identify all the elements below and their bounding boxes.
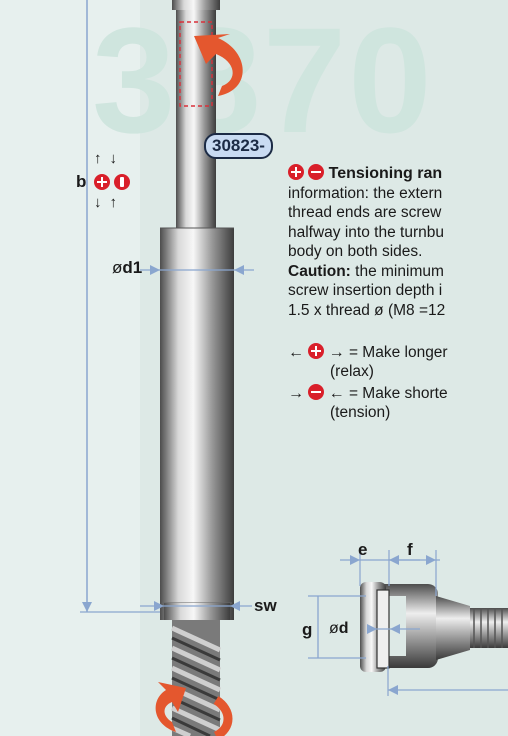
part-number-badge: 30823- [204,133,273,159]
plus-icon [94,174,110,190]
hidden-thread-outline [179,21,213,107]
d-label: ød [329,620,349,638]
rotation-arrow-top [194,34,243,96]
caution-text: screw insertion depth i [288,282,443,299]
right-arrow-icon: → [328,344,345,361]
rotation-arrow-bottom [155,682,186,732]
tensioning-info: Tensioning ran information: the extern t… [288,164,445,320]
b-direction-arrows-bottom: ↓↑ [94,194,125,211]
fork-detail [360,582,508,672]
info-heading: Tensioning ran [288,164,445,184]
b-plus-minus-icons [94,174,131,193]
minus-icon [308,384,325,400]
f-label: f [407,540,413,559]
info-line: thread ends are screw [288,204,442,221]
b-label: b [76,172,87,191]
plus-icon [288,164,304,180]
d1-value: d1 [122,258,143,277]
upper-rod-top [172,0,220,10]
info-heading-text: Tensioning ran [328,165,443,182]
caution-text: 1.5 x thread ø (M8 =12 [288,301,446,319]
minus-icon [308,164,325,180]
legend-longer-sub: (relax) [330,363,374,380]
legend-longer: ← → = Make longer [288,343,448,362]
turnbuckle-body [160,228,234,620]
body-end [164,603,230,620]
info-line: body on both sides. [288,243,423,260]
plus-icon [308,343,325,359]
right-arrow-icon: → [288,385,304,402]
diameter-symbol: ø [329,620,339,637]
d1-label: ød1 [112,258,142,278]
minus-vertical-icon [114,174,131,190]
legend-shorter-text: = Make shorte [348,385,448,402]
legend-longer-text: = Make longer [348,344,448,361]
caution-line: Caution: the minimum [288,262,445,282]
wire-rope [170,620,222,736]
left-arrow-icon: ← [328,385,345,402]
legend-shorter: → ← = Make shorte [288,384,448,403]
legend-shorter-sub: (tension) [330,404,391,421]
overall-length-arrow [82,602,92,612]
caution-text: the minimum [350,262,444,280]
g-label: g [302,620,313,639]
upper-rod [176,0,216,228]
info-line: halfway into the turnbu [288,223,444,241]
d-value: d [338,620,349,637]
left-panel [0,0,140,736]
diameter-symbol: ø [112,258,123,277]
left-arrow-icon: ← [288,344,304,361]
info-line: information: the extern [288,184,443,202]
sw-label: sw [254,596,277,615]
b-direction-arrows-top: ↑↓ [94,150,125,167]
e-label: e [358,540,368,559]
caution-label: Caution: [288,262,351,280]
